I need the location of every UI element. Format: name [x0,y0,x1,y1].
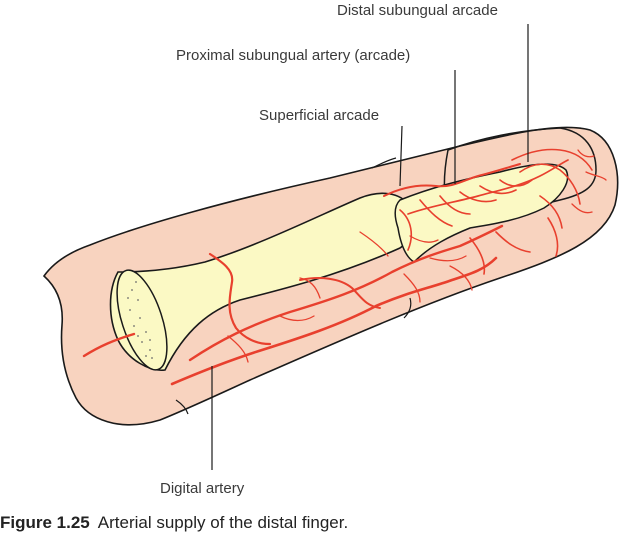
leader-line-superficial-arcade [399,125,403,187]
artery-network [82,148,607,386]
superficial-arcade-vessel [383,163,521,197]
distal-subungual-arcade-vessel [469,148,593,275]
middle-phalanx [109,192,415,371]
superficial-arcade-vessel [399,179,533,251]
caption-text: Arterial supply of the distal finger. [97,513,349,532]
label-superficial-arcade: Superficial arcade [259,107,380,124]
crease-line [175,399,189,415]
artery-twig [227,149,607,363]
crease-line [371,157,397,169]
proximal-subungual-arcade-vessel [407,159,569,215]
crease-line [403,297,412,319]
label-digital-artery: Digital artery [160,480,245,497]
distal-phalanx [394,163,569,263]
digital-artery-vessel [208,252,272,346]
digital-artery-vessel [299,277,381,309]
label-proximal-subungual-artery: Proximal subungual artery (arcade) [176,47,411,64]
digital-artery-vessel [82,224,504,362]
label-distal-subungual-arcade: Distal subungual arcade [337,2,498,19]
leader-lines [211,24,529,470]
digital-artery-vessel [170,256,498,386]
bone-stipple [127,281,153,359]
bone-cross-section [116,269,168,371]
figure-caption: Figure 1.25 Arterial supply of the distal… [0,514,348,531]
figure-number: Figure 1.25 [0,513,90,532]
